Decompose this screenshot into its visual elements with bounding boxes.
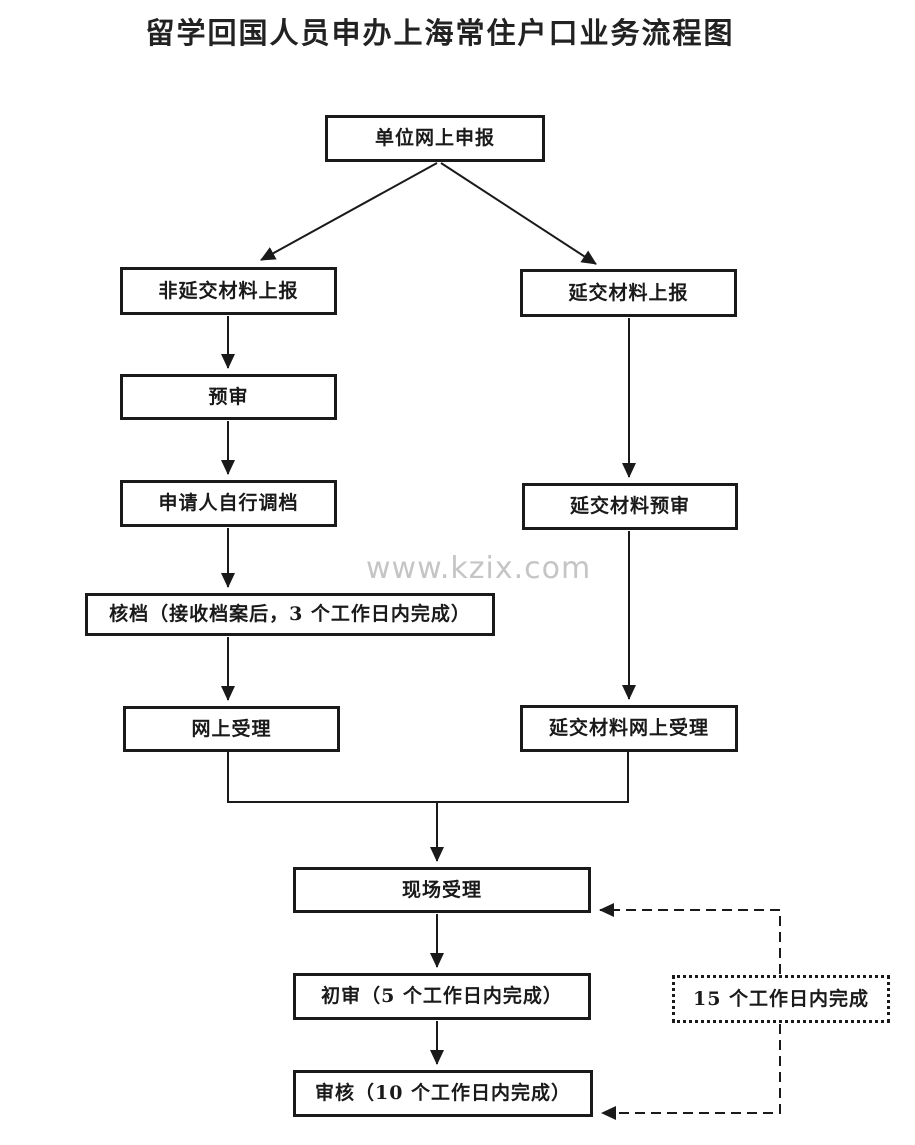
watermark: www.kzix.com [366,551,592,586]
node-deferred-online-acceptance: 延交材料网上受理 [520,705,738,752]
node-onsite-acceptance: 现场受理 [293,867,591,913]
edge-merge-connector [227,752,629,803]
edge-duration-to-onsite-dashed-arrow [599,903,781,974]
node-first-review: 初审（5 个工作日内完成） [293,973,591,1020]
page-title: 留学回国人员申办上海常住户口业务流程图 [145,16,735,50]
edge-declare-to-nondeferred-arrow [260,162,438,261]
node-applicant-self-transfer: 申请人自行调档 [120,480,337,527]
node-final-review: 审核（10 个工作日内完成） [293,1070,593,1117]
node-archive-check: 核档（接收档案后，3 个工作日内完成） [85,593,495,636]
node-online-acceptance: 网上受理 [123,706,340,752]
node-pre-review: 预审 [120,374,337,420]
node-deferred-submit: 延交材料上报 [520,269,737,317]
node-non-deferred-submit: 非延交材料上报 [120,267,337,315]
node-deferred-pre-review: 延交材料预审 [522,483,738,530]
node-duration-note: 15 个工作日内完成 [672,975,890,1023]
edge-duration-to-finalreview-dashed-arrow [601,1024,781,1120]
edge-declare-to-deferred-arrow [440,162,597,265]
node-online-declaration: 单位网上申报 [325,115,545,162]
